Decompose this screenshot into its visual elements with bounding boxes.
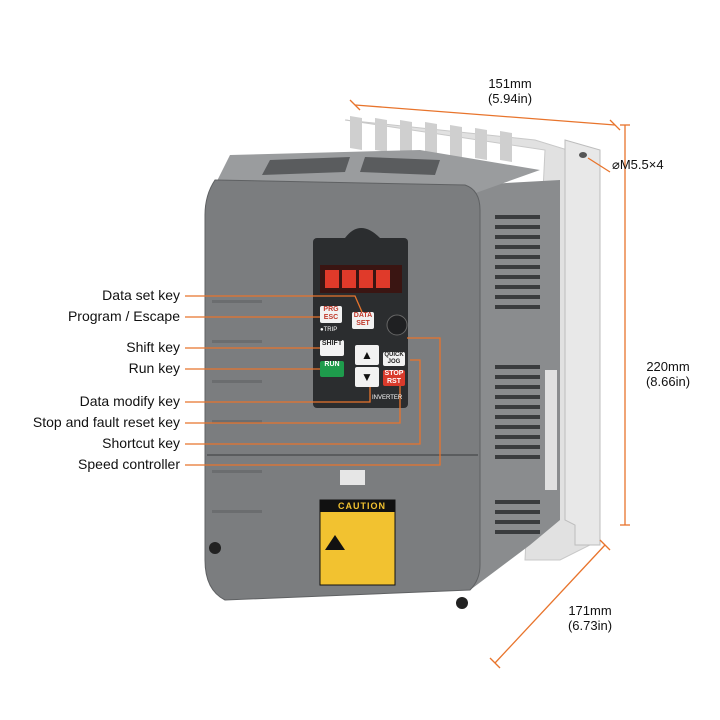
depth-dimension: 171mm (6.73in): [550, 603, 630, 633]
callout-stop-fault-reset-key: Stop and fault reset key: [32, 414, 180, 430]
speed-knob-icon[interactable]: [386, 314, 408, 336]
mounting-hole-icon: [579, 152, 587, 158]
inverter-label: INVERTER: [372, 395, 403, 401]
width-mm: 151mm: [488, 76, 532, 91]
caution-title: CAUTION: [338, 501, 386, 511]
knockout-right-icon: [456, 597, 468, 609]
dimension-lines: [349, 99, 630, 669]
depth-in: (6.73in): [567, 618, 613, 633]
heatsink-fins: [350, 116, 512, 162]
shift-button[interactable]: SHIFT: [320, 340, 344, 356]
warning-icon: [325, 535, 345, 550]
callout-run-key: Run key: [128, 360, 180, 376]
stop-rst-button[interactable]: STOP RST: [383, 370, 405, 386]
mounting-bracket: [564, 139, 601, 546]
nameplate: [340, 470, 365, 485]
width-in: (5.94in): [487, 91, 533, 106]
keypad-notch: [345, 228, 380, 238]
led-digits: [325, 270, 390, 288]
trip-indicator: ●TRIP: [320, 327, 338, 333]
run-button[interactable]: RUN: [320, 361, 344, 377]
callout-data-set-key: Data set key: [102, 287, 180, 303]
side-label: [545, 370, 557, 490]
callout-data-modify-key: Data modify key: [79, 393, 180, 409]
side-vents: [495, 215, 540, 534]
callout-shortcut-key: Shortcut key: [102, 435, 180, 451]
width-dimension: 151mm (5.94in): [470, 76, 550, 106]
height-mm: 220mm: [646, 359, 690, 374]
prg-esc-button[interactable]: PRG ESC: [320, 306, 342, 323]
hole-spec: ⌀M5.5×4: [612, 157, 664, 172]
leader-lines: [185, 295, 441, 466]
depth-mm: 171mm: [568, 603, 612, 618]
up-arrow-button[interactable]: ▲: [355, 345, 379, 365]
knockout-left-icon: [209, 542, 221, 554]
top-vents: [262, 157, 440, 175]
data-set-button[interactable]: DATA SET: [352, 312, 374, 329]
callout-shift-key: Shift key: [126, 339, 180, 355]
down-arrow-button[interactable]: ▼: [355, 367, 379, 387]
callout-program-escape: Program / Escape: [67, 308, 180, 324]
callout-speed-controller: Speed controller: [78, 456, 180, 472]
height-in: (8.66in): [645, 374, 691, 389]
front-ridges: [212, 300, 262, 513]
height-dimension: 220mm (8.66in): [628, 359, 708, 389]
quick-jog-button[interactable]: QUICK JOG: [383, 352, 405, 366]
